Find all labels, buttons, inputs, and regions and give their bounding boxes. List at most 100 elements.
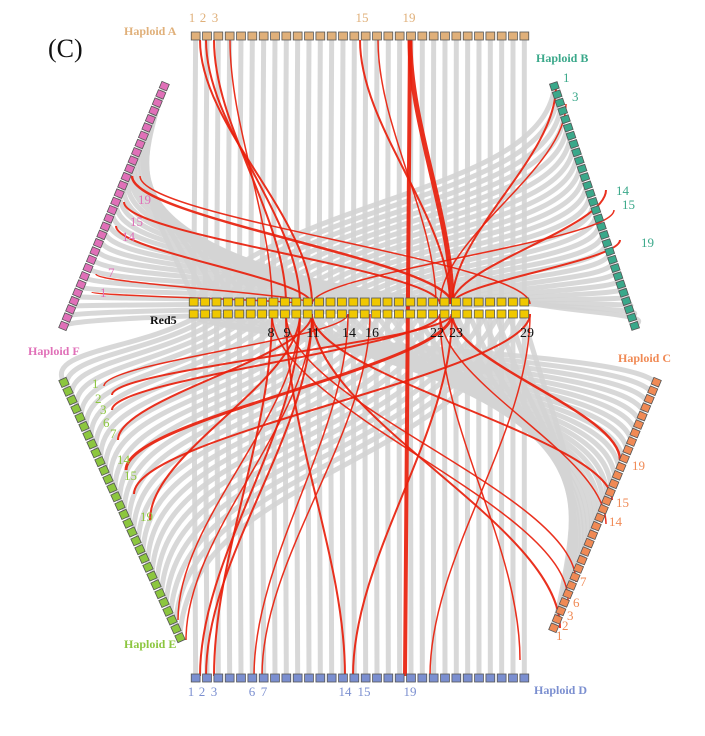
haploid-e-number: 14 xyxy=(117,452,131,467)
red5-segment xyxy=(508,297,518,307)
haploid-a-segment xyxy=(202,31,212,41)
haploid-f-segment xyxy=(58,320,70,332)
haploid-e-number: 15 xyxy=(124,468,137,483)
red5-segment xyxy=(348,297,359,307)
haploid-f-segment xyxy=(106,204,118,216)
haploid-c-segment xyxy=(565,580,578,591)
haploid-f-segment xyxy=(127,155,139,166)
haploid-a-segment xyxy=(315,31,326,41)
red5-segment xyxy=(359,297,370,307)
red5-segment xyxy=(223,297,233,307)
red5-number: 8 xyxy=(268,326,275,341)
haploid-b-segment xyxy=(596,221,607,232)
haploid-f-segment xyxy=(137,130,150,142)
haploid-a-segment xyxy=(326,31,337,41)
haploid-a-segment xyxy=(258,31,269,41)
haploid-e-number: 6 xyxy=(103,415,110,430)
haploid-c-segment xyxy=(555,605,567,617)
red5-segment xyxy=(245,309,256,319)
haploid-b-segment xyxy=(576,163,588,174)
haploid-b-segment xyxy=(604,246,616,257)
haploid-b-segment xyxy=(607,254,618,265)
haploid-a-segment xyxy=(383,31,394,41)
haploid-e-segment xyxy=(78,420,90,433)
haploid-f-segment xyxy=(89,246,101,257)
haploid-f-number: 15 xyxy=(130,214,143,229)
haploid-d-segment xyxy=(281,673,292,683)
red5-segment xyxy=(439,309,450,319)
haploid-c-segment xyxy=(629,427,641,439)
haploid-b-segment xyxy=(582,180,593,191)
haploid-f-segment xyxy=(75,279,87,290)
haploid-b-segment xyxy=(551,89,563,100)
haploid-d-segment xyxy=(508,673,518,683)
haploid-d-segment xyxy=(304,673,314,683)
haploid-f-number: 1 xyxy=(100,285,107,300)
red5-segment xyxy=(473,297,484,307)
haploid-f-segment xyxy=(134,138,146,150)
haploid-b-segment xyxy=(557,105,569,116)
haploid-e-number: 19 xyxy=(140,509,153,524)
haploid-a-segment xyxy=(247,31,258,41)
haploid-d-segment xyxy=(428,673,439,683)
red5-segment xyxy=(473,309,484,319)
haploid-c-segment xyxy=(579,546,592,557)
haploid-c-segment xyxy=(611,470,623,481)
haploid-d-segment xyxy=(236,673,246,683)
haploid-d-segment xyxy=(360,673,371,683)
haploid-f-segment xyxy=(151,97,163,108)
haploid-a-name: Haploid A xyxy=(124,24,177,38)
haploid-b-segment xyxy=(609,263,621,273)
haploid-f-segment xyxy=(78,270,91,282)
haploid-d-segment xyxy=(485,673,496,683)
haploid-d-segment xyxy=(462,673,473,683)
red5-segment xyxy=(325,297,336,307)
haploid-f-segment xyxy=(148,105,160,117)
haploid-c-segment xyxy=(548,622,560,634)
haploid-a-segment xyxy=(270,31,280,41)
haploid-b-segment xyxy=(573,155,585,166)
haploid-a-segment xyxy=(496,31,507,41)
haploid-d-number: 19 xyxy=(404,684,417,699)
haploid-d-segment xyxy=(247,673,258,683)
haploid-e-number: 1 xyxy=(92,376,99,391)
haploid-a-number: 19 xyxy=(403,10,416,25)
haploid-f-segment xyxy=(65,304,77,315)
red5-segment xyxy=(394,297,404,307)
haploid-f-segment xyxy=(130,146,143,158)
haploid-b-segment xyxy=(626,312,638,323)
haploid-a-segment xyxy=(281,31,292,41)
haploid-c-number: 14 xyxy=(609,514,623,529)
haploid-f-segment xyxy=(141,122,153,133)
red5-segment xyxy=(223,309,233,319)
haploid-a-segment xyxy=(508,31,518,41)
haploid-d-number: 14 xyxy=(339,684,353,699)
haploid-a-segment xyxy=(213,31,224,41)
haploid-d-segment xyxy=(270,673,280,683)
haploid-a-segment xyxy=(462,31,473,41)
red5-segment xyxy=(257,309,267,319)
haploid-e-segment xyxy=(102,473,114,485)
haploid-e-number: 3 xyxy=(100,402,107,417)
haploid-e-segment xyxy=(138,552,150,565)
haploid-f-segment xyxy=(117,180,129,191)
haploid-b-name: Haploid B xyxy=(536,51,588,65)
red5-segment xyxy=(382,297,393,307)
haploid-f-segment xyxy=(72,287,84,299)
red5-number: 9 xyxy=(284,326,291,341)
haploid-d-segment xyxy=(213,673,224,683)
red5-segment xyxy=(200,309,210,319)
haploid-b-number: 14 xyxy=(616,183,630,198)
haploid-b-segment xyxy=(601,238,613,249)
red5-segment xyxy=(428,297,438,307)
haploid-c-segment xyxy=(569,571,581,583)
red5-segment xyxy=(416,309,427,319)
red5-number: 22 xyxy=(430,326,444,341)
red5-segment xyxy=(451,297,461,307)
red5-number: 14 xyxy=(342,326,356,341)
haploid-e-segment xyxy=(90,447,102,459)
haploid-f-segment xyxy=(155,89,167,100)
